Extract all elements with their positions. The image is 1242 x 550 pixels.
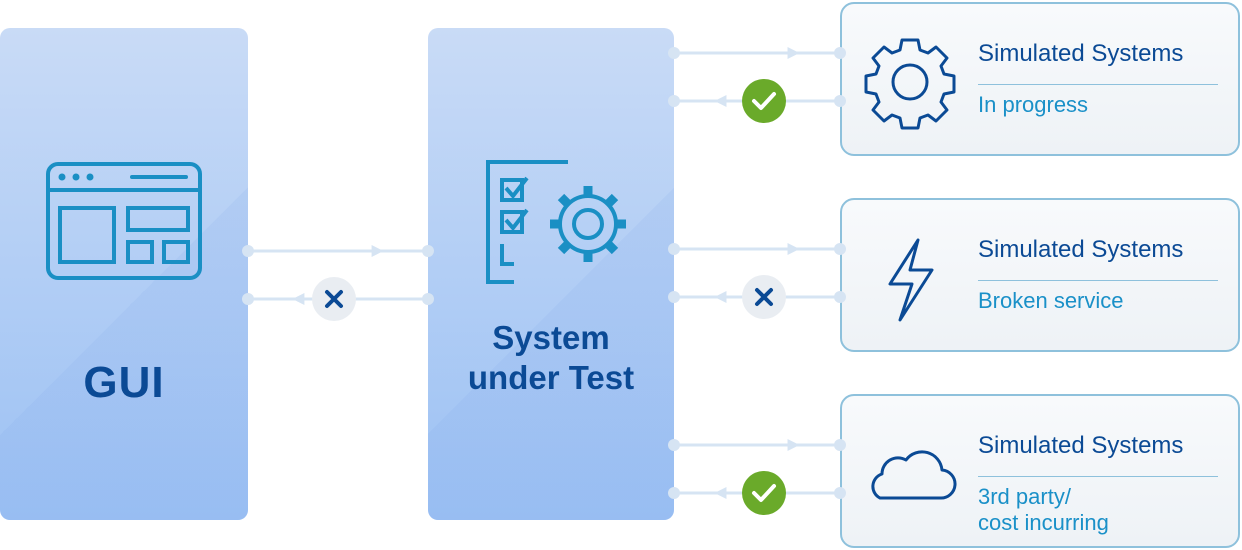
gui-title: GUI bbox=[83, 358, 165, 407]
gear-icon bbox=[864, 38, 956, 130]
arrow-left-icon bbox=[292, 293, 305, 305]
system-under-test-title: System under Test bbox=[428, 318, 674, 398]
connector-dot bbox=[834, 439, 846, 451]
connector-dot bbox=[668, 291, 680, 303]
arrow-right-icon bbox=[371, 245, 384, 257]
connector-dot bbox=[668, 47, 680, 59]
simulated-system-title-1: Simulated Systems bbox=[978, 40, 1184, 67]
success-badge bbox=[742, 471, 786, 515]
system-under-test-title-line1: System bbox=[492, 319, 610, 356]
connector-dot bbox=[242, 245, 254, 257]
browser-window-icon bbox=[46, 162, 202, 280]
simulated-system-box-3: Simulated Systems 3rd party/ cost incurr… bbox=[840, 394, 1240, 548]
connector-dot bbox=[834, 47, 846, 59]
simulated-system-title-2: Simulated Systems bbox=[978, 236, 1184, 263]
checklist-gear-icon bbox=[486, 160, 626, 284]
status-line: Broken service bbox=[978, 288, 1124, 313]
checkmark-icon bbox=[752, 484, 776, 502]
status-line: 3rd party/ bbox=[978, 484, 1071, 509]
connector-dot bbox=[668, 439, 680, 451]
cross-icon bbox=[325, 290, 343, 308]
gui-panel: GUI bbox=[0, 28, 248, 520]
success-badge bbox=[742, 79, 786, 123]
connector-dot bbox=[668, 243, 680, 255]
arrow-left-icon bbox=[714, 95, 727, 107]
connector-dot bbox=[242, 293, 254, 305]
simulated-system-box-1: Simulated Systems In progress bbox=[840, 2, 1240, 156]
simulated-system-title-3: Simulated Systems bbox=[978, 432, 1184, 459]
simulated-system-status-2: Broken service bbox=[978, 288, 1124, 314]
simulated-system-status-3: 3rd party/ cost incurring bbox=[978, 484, 1109, 536]
cross-icon bbox=[755, 288, 773, 306]
divider bbox=[978, 84, 1218, 85]
status-line: cost incurring bbox=[978, 510, 1109, 535]
connector-dot bbox=[422, 245, 434, 257]
divider bbox=[978, 280, 1218, 281]
arrow-left-icon bbox=[714, 487, 727, 499]
connector-dot bbox=[668, 487, 680, 499]
simulated-system-status-1: In progress bbox=[978, 92, 1088, 118]
checkmark-icon bbox=[752, 92, 776, 110]
cloud-icon bbox=[871, 450, 957, 500]
system-under-test-panel: System under Test bbox=[428, 28, 674, 520]
system-under-test-title-line2: under Test bbox=[467, 359, 635, 396]
connector-dot bbox=[422, 293, 434, 305]
arrow-left-icon bbox=[714, 291, 727, 303]
arrow-right-icon bbox=[787, 439, 800, 451]
connector-dot bbox=[834, 487, 846, 499]
arrow-right-icon bbox=[787, 47, 800, 59]
simulated-system-box-2: Simulated Systems Broken service bbox=[840, 198, 1240, 352]
lightning-icon bbox=[888, 238, 934, 322]
arrow-right-icon bbox=[787, 243, 800, 255]
connector-dot bbox=[834, 291, 846, 303]
connector-dot bbox=[834, 95, 846, 107]
status-line: In progress bbox=[978, 92, 1089, 117]
divider bbox=[978, 476, 1218, 477]
connector-dot bbox=[834, 243, 846, 255]
connector-dot bbox=[668, 95, 680, 107]
